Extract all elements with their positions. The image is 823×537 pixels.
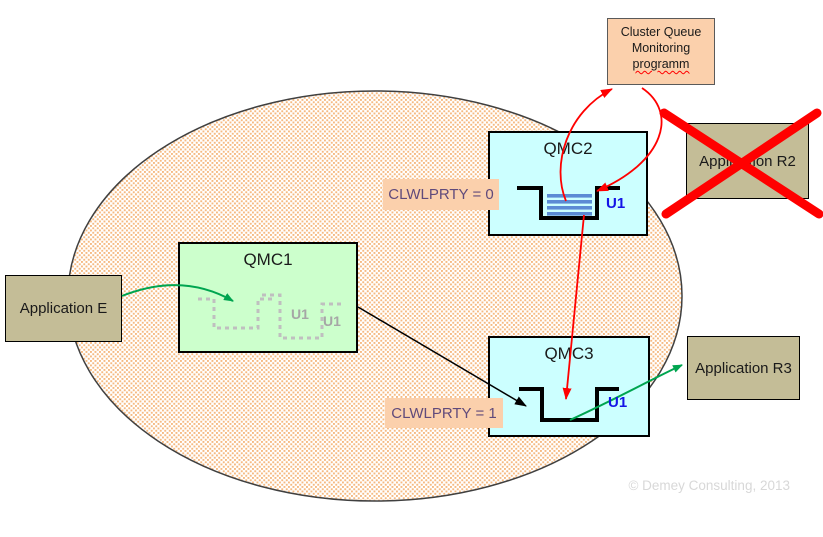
copyright-text: © Demey Consulting, 2013 bbox=[628, 478, 790, 493]
application-r2-box: Application R2 bbox=[686, 123, 809, 199]
qmc1-queue-u1-label-1: U1 bbox=[291, 306, 309, 322]
monitoring-line-3: programm bbox=[632, 57, 690, 71]
application-r3-label: Application R3 bbox=[695, 359, 792, 377]
application-r3-box: Application R3 bbox=[687, 336, 800, 400]
qmc1-queue-u1-label-2: U1 bbox=[323, 313, 341, 329]
application-e-box: Application E bbox=[5, 275, 122, 342]
monitoring-line-2: Monitoring bbox=[631, 41, 691, 55]
qmc1-box: QMC1 bbox=[178, 242, 358, 353]
qmc2-box: QMC2 bbox=[488, 131, 648, 236]
application-r2-label: Application R2 bbox=[699, 152, 796, 170]
qmc1-label: QMC1 bbox=[243, 250, 293, 269]
cluster-queue-monitoring-box: Cluster Queue Monitoring programm bbox=[607, 18, 715, 85]
clwlprty-1-label: CLWLPRTY = 1 bbox=[385, 398, 503, 428]
qmc3-box: QMC3 bbox=[488, 336, 650, 437]
qmc3-label: QMC3 bbox=[544, 344, 594, 363]
qmc3-queue-u1-label: U1 bbox=[608, 394, 628, 411]
monitoring-line-1: Cluster Queue bbox=[620, 25, 702, 39]
application-e-label: Application E bbox=[19, 300, 108, 317]
clwlprty-0-label: CLWLPRTY = 0 bbox=[383, 179, 499, 210]
qmc2-queue-u1-label: U1 bbox=[606, 195, 626, 212]
qmc2-label: QMC2 bbox=[543, 139, 593, 158]
